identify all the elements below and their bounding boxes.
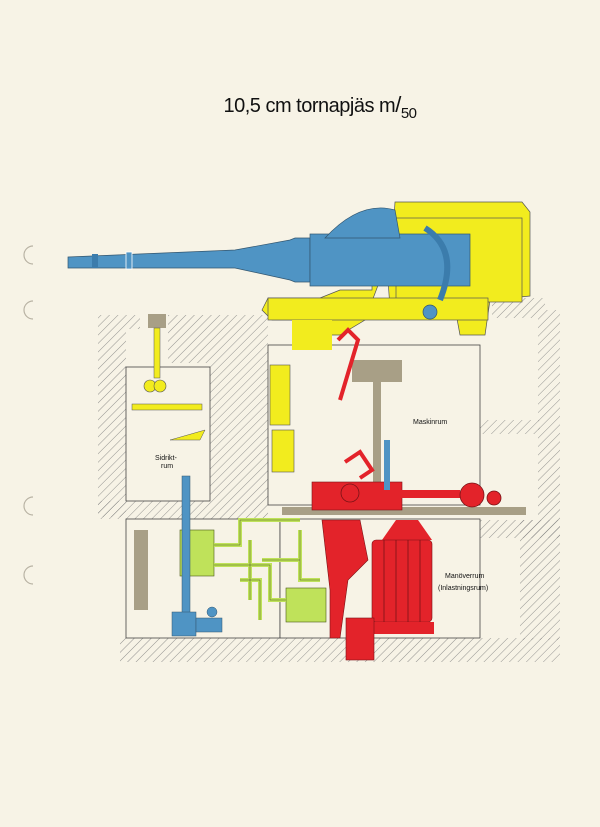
traverse-base xyxy=(171,611,197,637)
hydraulic-pipes-outline xyxy=(214,519,320,620)
recoil-cradle xyxy=(324,207,401,239)
ammo-hoist-cone xyxy=(382,520,432,540)
periscope-post xyxy=(148,314,166,328)
red-lever xyxy=(343,449,375,480)
traverse-motor xyxy=(195,617,223,633)
concrete-top-left-slab xyxy=(98,315,140,329)
traverse-mechanism xyxy=(171,440,390,637)
gun xyxy=(67,207,471,320)
punch-hole-2 xyxy=(23,300,34,320)
label-sidrikt-1: Sidrikt- xyxy=(155,455,177,462)
vertical-shaft-tan xyxy=(373,365,381,510)
turret-base-yellow xyxy=(292,320,332,350)
red-linkage-upper xyxy=(336,327,361,401)
concrete-top-right xyxy=(492,298,560,640)
ammo-hoist-magazine xyxy=(371,539,433,623)
turret-lower-ring xyxy=(267,297,489,321)
shaft-drum-tan xyxy=(352,360,402,382)
control-arm xyxy=(131,403,203,411)
punch-hole-3 xyxy=(23,496,34,516)
sight-wheel-2 xyxy=(153,379,167,393)
yellow-box xyxy=(271,429,295,473)
title-main: 10,5 cm tornapjäs m xyxy=(223,95,396,117)
red-pedestal xyxy=(345,617,375,661)
handwheel-icon xyxy=(206,606,218,618)
title-model: 50 xyxy=(400,105,417,122)
label-sidrikt-2: rum xyxy=(161,463,173,470)
flywheel-small xyxy=(486,490,502,506)
hydraulic-tank-right xyxy=(285,587,327,623)
traverse-column xyxy=(181,475,191,627)
label-inlastningsrum: (Inlastningsrum) xyxy=(438,585,488,592)
punch-hole-4 xyxy=(23,565,34,585)
concrete-structure xyxy=(98,298,560,662)
yellow-column xyxy=(269,364,291,426)
concrete-mid-block xyxy=(168,315,268,363)
breech-wheel xyxy=(422,304,438,320)
title-slash: / xyxy=(395,92,401,117)
flywheel xyxy=(459,482,485,508)
concrete-bottom-slab xyxy=(120,638,560,662)
barrel-collar xyxy=(125,251,133,270)
elevation-arc xyxy=(423,225,451,302)
pump-wheel xyxy=(340,483,360,503)
drive-shaft-red xyxy=(400,490,460,498)
gun-barrel xyxy=(67,237,311,283)
concrete-left-wall xyxy=(98,329,126,517)
concrete-right-step xyxy=(480,420,540,434)
red-loader-arm xyxy=(321,519,369,639)
label-manoverrum: Manöverrum xyxy=(445,573,484,580)
concrete-center-pier xyxy=(210,363,268,501)
periscope-tube xyxy=(153,327,161,379)
drawing-title: 10,5 cm tornapjäs m/50 xyxy=(200,92,440,122)
magazine-base xyxy=(370,622,434,634)
sidrikt-controls xyxy=(131,314,206,441)
muzzle-brake xyxy=(92,254,98,268)
indicator-wedge xyxy=(169,429,206,441)
concrete-right-lower xyxy=(480,520,560,538)
punch-hole-1 xyxy=(23,245,34,265)
floor-platform xyxy=(282,507,526,515)
left-wall-hatch-panel xyxy=(134,530,148,610)
label-maskinrum: Maskinrum xyxy=(413,419,447,426)
red-machinery xyxy=(311,327,502,661)
blue-shaft-machine xyxy=(384,440,390,490)
